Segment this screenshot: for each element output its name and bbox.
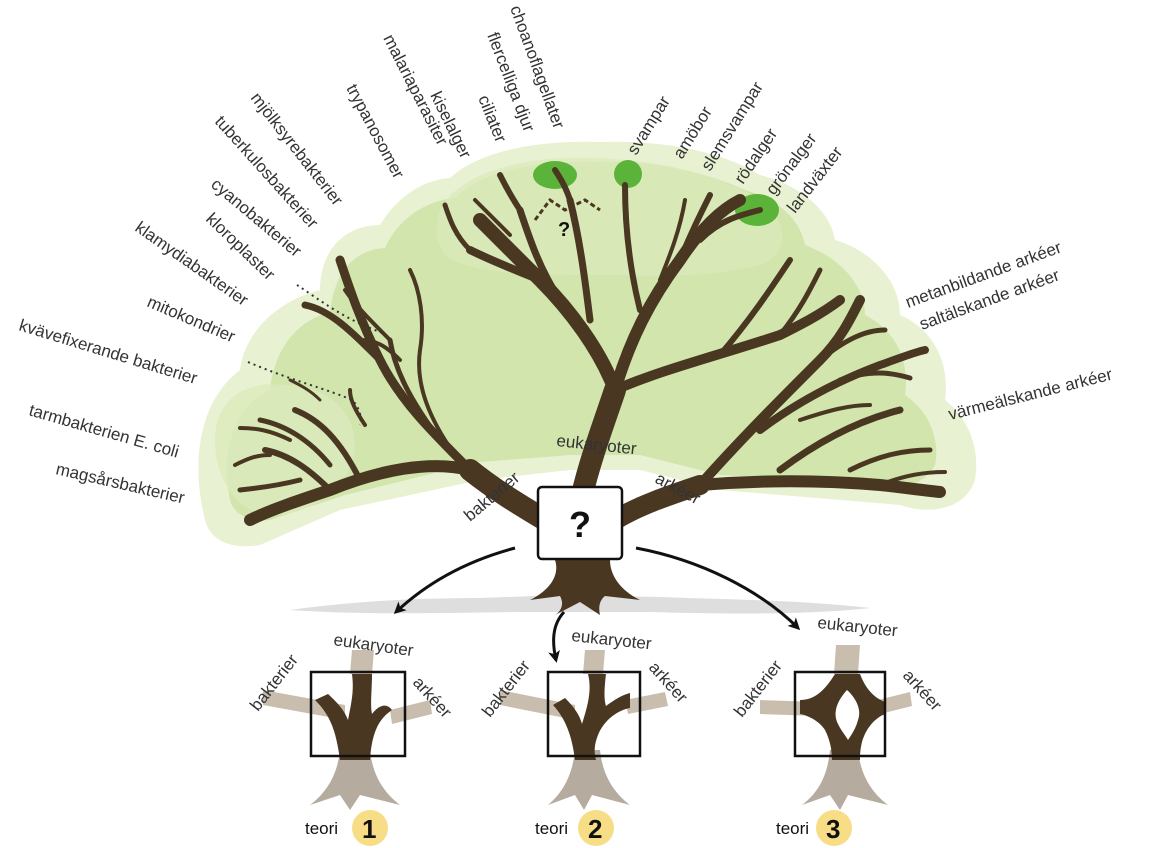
t2-number: 2 [588,814,602,844]
t3-teori-word: teori [776,819,809,838]
small-question-mark: ? [558,219,570,241]
root-question-mark: ? [569,504,591,545]
label-mitokondrier: mitokondrier [144,292,238,346]
t2-eukaryote-branch-light [583,650,605,674]
t2-eukaryotes-label: eukaryoter [571,626,653,653]
fungi-blob [614,160,642,188]
label-varmealskande: värmeälskande arkéer [946,365,1114,424]
t1-teori-word: teori [305,819,338,838]
t3-dark-core [800,674,885,760]
label-magsarsbakterier: magsårsbakterier [54,459,187,507]
t3-eukaryote-branch-light [834,645,860,674]
label-kvavefixerande: kvävefixerande bakterier [17,316,200,388]
t1-dark-core [315,674,392,760]
arrow-to-teori-3 [636,548,798,628]
theory-3: eukaryoter bakterier arkéer teori 3 [730,613,945,846]
theory-2: eukaryoter bakterier arkéer teori 2 [478,626,691,846]
t1-eukaryotes-label: eukaryoter [332,630,415,660]
theory-1: eukaryoter bakterier arkéer teori 1 [246,630,455,846]
t2-archaea-branch-light [625,692,668,714]
t3-eukaryotes-label: eukaryoter [817,613,899,640]
arrow-to-teori-2 [554,612,564,660]
label-ciliater: ciliater [474,92,510,145]
t1-number: 1 [362,814,376,844]
label-tarmbakterien: tarmbakterien E. coli [27,401,181,462]
t2-teori-word: teori [535,819,568,838]
t2-bacteria-label: bakterier [478,656,534,720]
label-trypanosomer: trypanosomer [342,81,408,182]
t2-dark-core [553,674,630,760]
t3-number: 3 [826,814,840,844]
